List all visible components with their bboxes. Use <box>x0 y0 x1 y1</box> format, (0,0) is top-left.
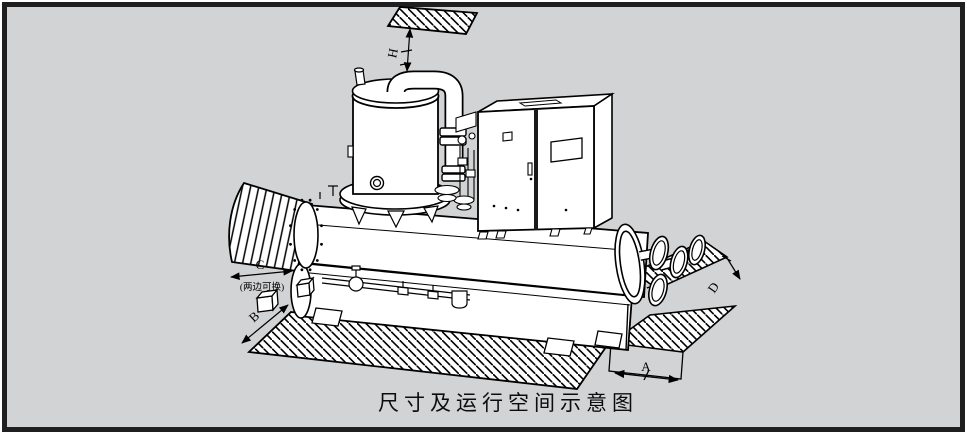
right-end-flange <box>614 223 646 351</box>
water-nozzle-flanges <box>639 234 707 307</box>
cabinet-display <box>550 137 583 163</box>
ceiling-clearance-area <box>386 6 479 35</box>
diagram-caption: 尺寸及运行空间示意图 <box>378 391 638 415</box>
cabinet-handle <box>527 162 533 176</box>
support-feet <box>255 276 623 357</box>
dim-label-c: C <box>256 257 265 272</box>
compressor-assembly <box>434 111 477 211</box>
discharge-pipe <box>386 70 467 182</box>
left-end-flange-bolts <box>289 198 323 272</box>
tube-removal-clearance <box>228 181 314 273</box>
cabinet-logo <box>502 131 513 142</box>
height-dimension: H <box>384 28 414 72</box>
pipe-flanges <box>439 127 467 182</box>
dim-label-a: A <box>641 359 651 374</box>
control-cabinet <box>477 92 615 240</box>
right-floor-clearance <box>608 304 738 353</box>
dim-label-h: H <box>384 47 401 59</box>
dimension-a: A <box>608 342 684 384</box>
front-piping <box>321 265 471 309</box>
